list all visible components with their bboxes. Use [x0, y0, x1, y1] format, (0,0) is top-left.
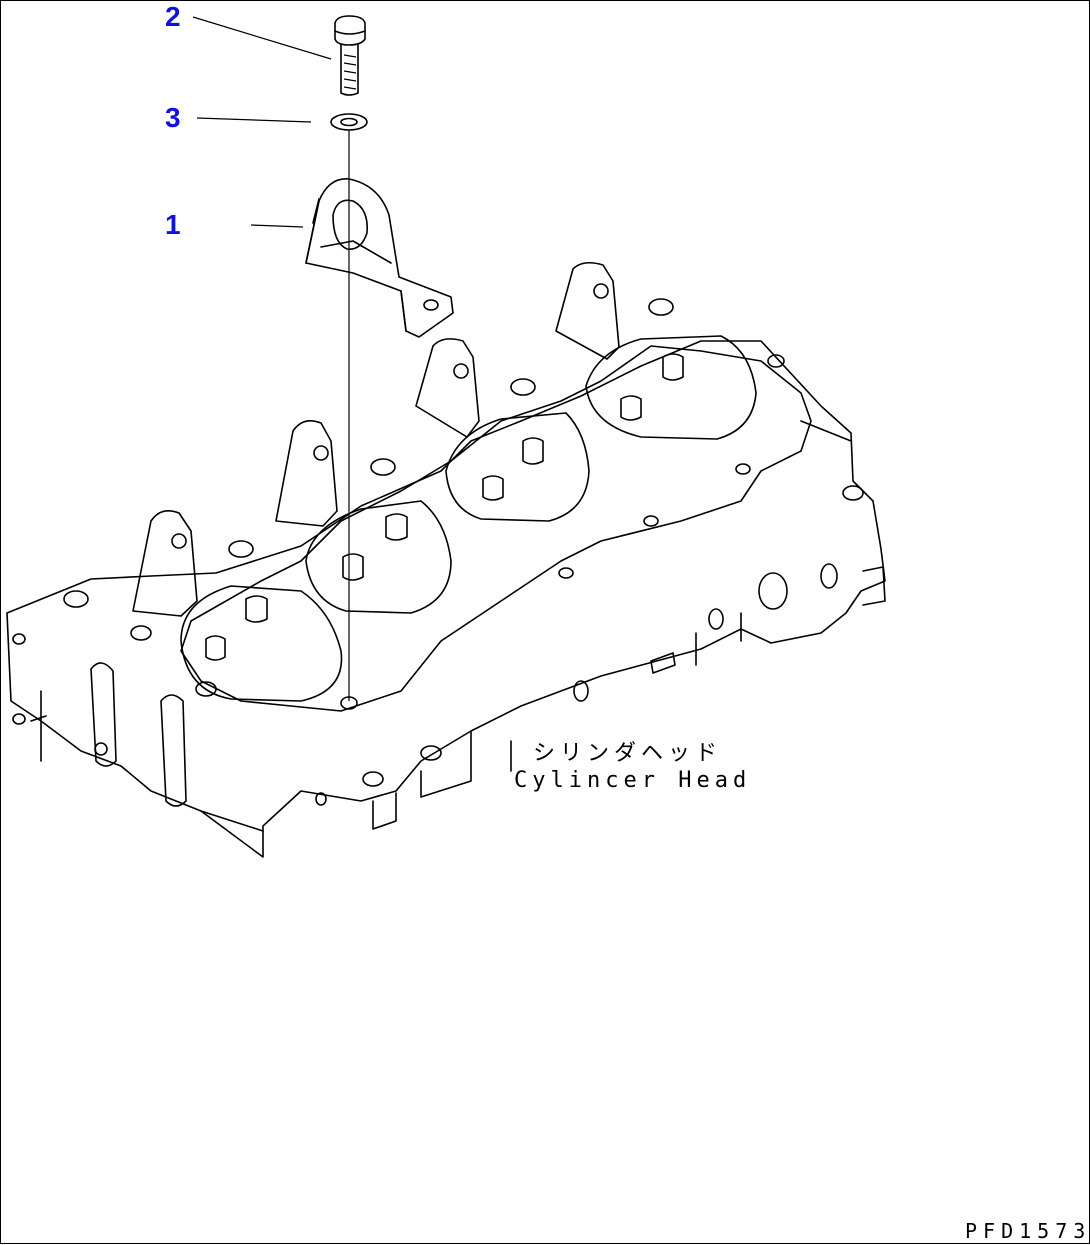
caption-japanese: シリンダヘッド [533, 741, 723, 766]
washer-part-3 [330, 113, 368, 131]
bolt-part-2 [334, 15, 366, 96]
bolt-holes [12, 354, 864, 806]
studs [205, 353, 684, 661]
callout-2: 2 [165, 3, 181, 31]
cylinder-head [6, 261, 886, 858]
leader-line-2 [192, 16, 332, 60]
caption-english: Cylincer Head [514, 768, 752, 793]
leader-line-1 [250, 224, 304, 228]
callout-3: 3 [165, 104, 181, 132]
rocker-pedestals [132, 261, 674, 617]
callout-label: 3 [165, 102, 181, 133]
drawing-code: PFD1573 [965, 1219, 1090, 1243]
callout-label: 2 [165, 1, 181, 32]
callout-1: 1 [165, 211, 181, 239]
leader-line-3 [196, 117, 312, 123]
callout-label: 1 [165, 209, 181, 240]
hanger-bracket-part-1 [305, 178, 454, 338]
